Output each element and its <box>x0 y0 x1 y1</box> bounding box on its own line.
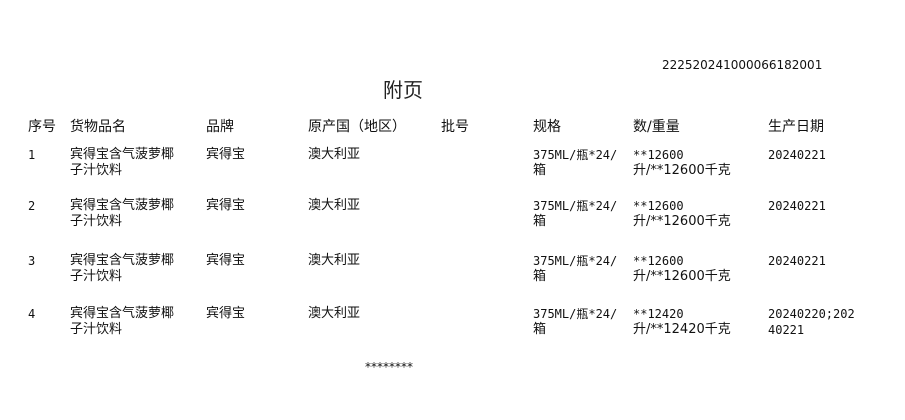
brand-cell: 宾得宝 <box>206 306 246 321</box>
header-brand: 品牌 <box>206 119 234 135</box>
date-cell: 40221 <box>768 323 805 337</box>
date-cell: 20240221 <box>768 148 826 162</box>
spec-cell: 375ML/瓶*24/ <box>533 199 618 213</box>
origin-cell: 澳大利亚 <box>308 147 361 162</box>
brand-cell: 宾得宝 <box>206 253 246 268</box>
document-number: 222520241000066182001 <box>662 58 823 72</box>
header-quantity: 数/重量 <box>633 119 680 135</box>
header-seq: 序号 <box>28 119 56 135</box>
spec-cell: 箱 <box>533 269 547 284</box>
spec-cell: 箱 <box>533 214 547 229</box>
seq-cell: 3 <box>28 254 36 268</box>
brand-cell: 宾得宝 <box>206 198 246 213</box>
quantity-cell: 升/**12600千克 <box>633 214 731 229</box>
header-goods-name: 货物品名 <box>70 119 126 135</box>
goods-name-cell: 子汁饮料 <box>70 214 123 229</box>
end-marker: ******** <box>365 360 413 374</box>
seq-cell: 1 <box>28 148 36 162</box>
origin-cell: 澳大利亚 <box>308 306 361 321</box>
goods-name-cell: 宾得宝含气菠萝椰 <box>70 198 175 213</box>
goods-name-cell: 宾得宝含气菠萝椰 <box>70 306 175 321</box>
spec-cell: 箱 <box>533 163 547 178</box>
goods-name-cell: 子汁饮料 <box>70 322 123 337</box>
spec-cell: 375ML/瓶*24/ <box>533 254 618 268</box>
page-title: 附页 <box>383 78 423 102</box>
quantity-cell: 升/**12600千克 <box>633 269 731 284</box>
quantity-cell: **12600 <box>633 199 684 213</box>
goods-name-cell: 子汁饮料 <box>70 269 123 284</box>
goods-name-cell: 宾得宝含气菠萝椰 <box>70 147 175 162</box>
header-production-date: 生产日期 <box>768 119 824 135</box>
seq-cell: 4 <box>28 307 36 321</box>
header-spec: 规格 <box>533 119 561 135</box>
spec-cell: 箱 <box>533 322 547 337</box>
origin-cell: 澳大利亚 <box>308 198 361 213</box>
quantity-cell: 升/**12420千克 <box>633 322 731 337</box>
quantity-cell: 升/**12600千克 <box>633 163 731 178</box>
goods-name-cell: 宾得宝含气菠萝椰 <box>70 253 175 268</box>
brand-cell: 宾得宝 <box>206 147 246 162</box>
seq-cell: 2 <box>28 199 36 213</box>
quantity-cell: **12420 <box>633 307 684 321</box>
quantity-cell: **12600 <box>633 254 684 268</box>
quantity-cell: **12600 <box>633 148 684 162</box>
date-cell: 20240220;202 <box>768 307 855 321</box>
header-origin: 原产国（地区） <box>308 119 406 135</box>
date-cell: 20240221 <box>768 254 826 268</box>
header-batch: 批号 <box>441 119 469 135</box>
origin-cell: 澳大利亚 <box>308 253 361 268</box>
date-cell: 20240221 <box>768 199 826 213</box>
spec-cell: 375ML/瓶*24/ <box>533 307 618 321</box>
goods-name-cell: 子汁饮料 <box>70 163 123 178</box>
spec-cell: 375ML/瓶*24/ <box>533 148 618 162</box>
